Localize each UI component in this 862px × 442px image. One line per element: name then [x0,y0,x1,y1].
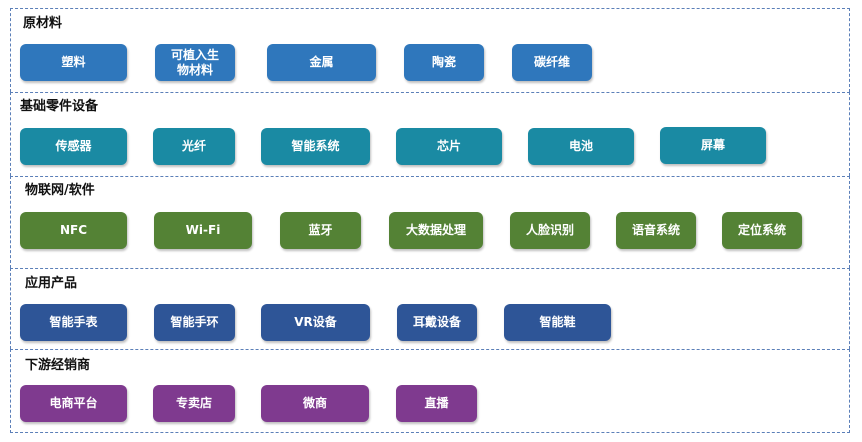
layer-raw-materials-title: 原材料 [23,16,63,31]
chip-ceramic: 陶瓷 [404,44,484,81]
layer-application-products [10,268,850,349]
chip-smart-shoes: 智能鞋 [504,304,611,341]
layer-basic-components-title: 基础零件设备 [20,99,99,114]
chip-smart-system: 智能系统 [261,128,370,165]
chip-bluetooth: 蓝牙 [280,212,361,249]
layer-application-products-title: 应用产品 [25,276,78,291]
layer-iot-software [10,176,850,268]
chip-implantable-biomaterial: 可植入生 物材料 [155,44,235,81]
layer-basic-components [10,92,850,176]
chip-voice-system: 语音系统 [616,212,696,249]
chip-optical-fiber: 光纤 [153,128,235,165]
chip-screen: 屏幕 [660,127,766,164]
chip-chip: 芯片 [396,128,502,165]
layer-iot-software-title: 物联网/软件 [25,183,95,198]
chip-vr-device: VR设备 [261,304,370,341]
chip-live-streaming: 直播 [396,385,477,422]
layer-downstream-distributors [10,349,850,433]
chip-sensor: 传感器 [20,128,127,165]
chip-big-data: 大数据处理 [389,212,483,249]
chip-positioning-system: 定位系统 [722,212,802,249]
chip-nfc: NFC [20,212,127,249]
chip-smart-watch: 智能手表 [20,304,127,341]
chip-earwear-device: 耳戴设备 [397,304,477,341]
chip-ecommerce-platform: 电商平台 [20,385,127,422]
chip-metal: 金属 [267,44,376,81]
chip-plastic: 塑料 [20,44,127,81]
chip-battery: 电池 [528,128,634,165]
layer-raw-materials [10,8,850,92]
layer-downstream-distributors-title: 下游经销商 [25,358,91,373]
chip-carbon-fiber: 碳纤维 [512,44,592,81]
chip-face-recognition: 人脸识别 [510,212,590,249]
chip-wifi: Wi-Fi [154,212,252,249]
chip-smart-band: 智能手环 [154,304,235,341]
chip-exclusive-store: 专卖店 [153,385,235,422]
chip-wechat-business: 微商 [261,385,369,422]
